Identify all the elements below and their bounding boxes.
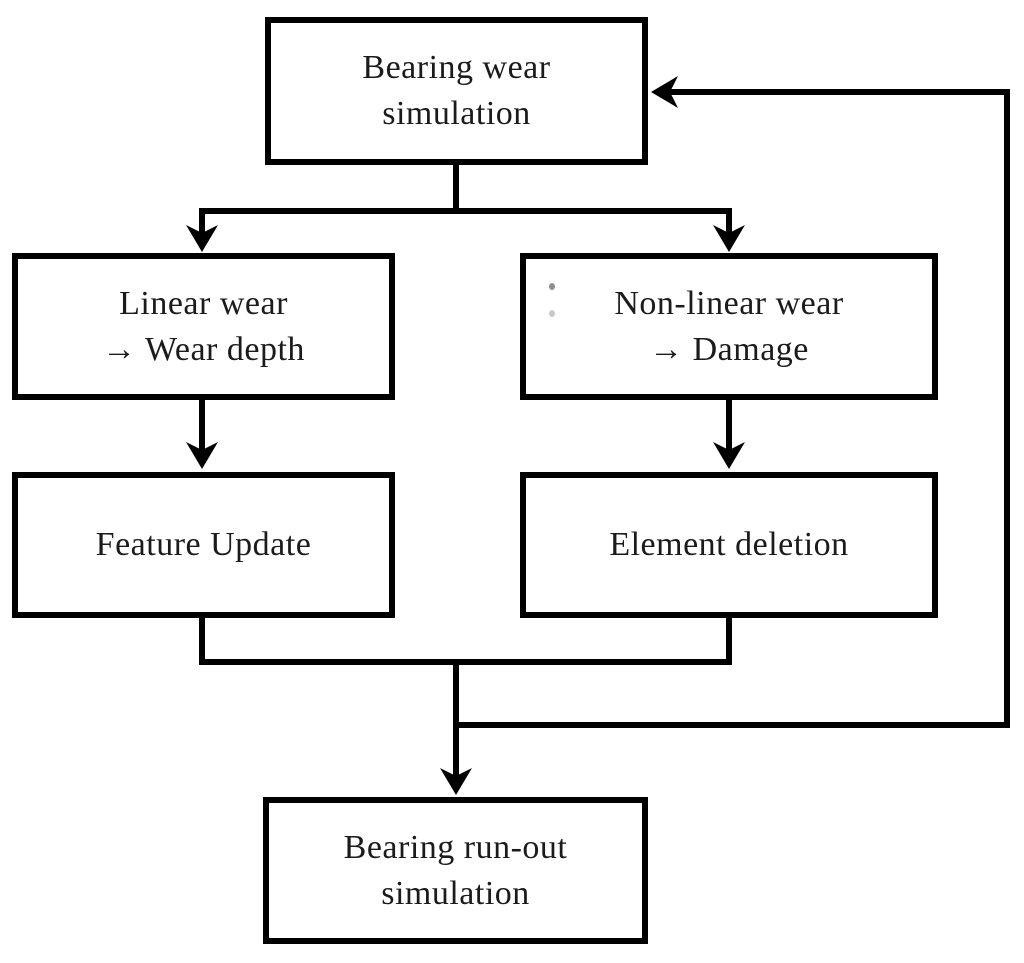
arrowhead-down-icon — [713, 442, 745, 469]
node-feature-update: Feature Update — [12, 472, 395, 618]
scan-artifact-dots — [549, 283, 555, 319]
scan-artifact-dot — [549, 310, 555, 317]
arrowhead-down-icon — [186, 442, 218, 469]
node-label-line: → Wear depth — [102, 330, 305, 368]
node-element-deletion: Element deletion — [520, 472, 938, 618]
arrowhead-left-icon — [651, 76, 678, 108]
arrowhead-down-icon — [186, 225, 218, 252]
node-linear-wear: Linear wear → Wear depth — [12, 253, 395, 400]
node-label-line: Feature Update — [95, 526, 312, 563]
arrowhead-down-icon — [440, 768, 472, 795]
node-bearing-wear-simulation: Bearing wear simulation — [265, 17, 648, 165]
node-label-line: simulation — [382, 95, 531, 132]
node-label-line: Bearing run-out — [343, 828, 568, 866]
node-label-line: simulation — [381, 874, 530, 912]
node-label-line: Non-linear wear — [614, 284, 844, 322]
scan-artifact-dot — [549, 283, 555, 290]
node-label-line: Element deletion — [609, 526, 849, 563]
node-label-line: → Damage — [649, 330, 809, 368]
node-label-line: Linear wear — [119, 284, 288, 322]
arrowhead-down-icon — [713, 225, 745, 252]
node-bearing-run-out-simulation: Bearing run-out simulation — [263, 797, 648, 944]
node-non-linear-wear: Non-linear wear → Damage — [520, 253, 938, 400]
node-label-line: Bearing wear — [362, 49, 551, 86]
